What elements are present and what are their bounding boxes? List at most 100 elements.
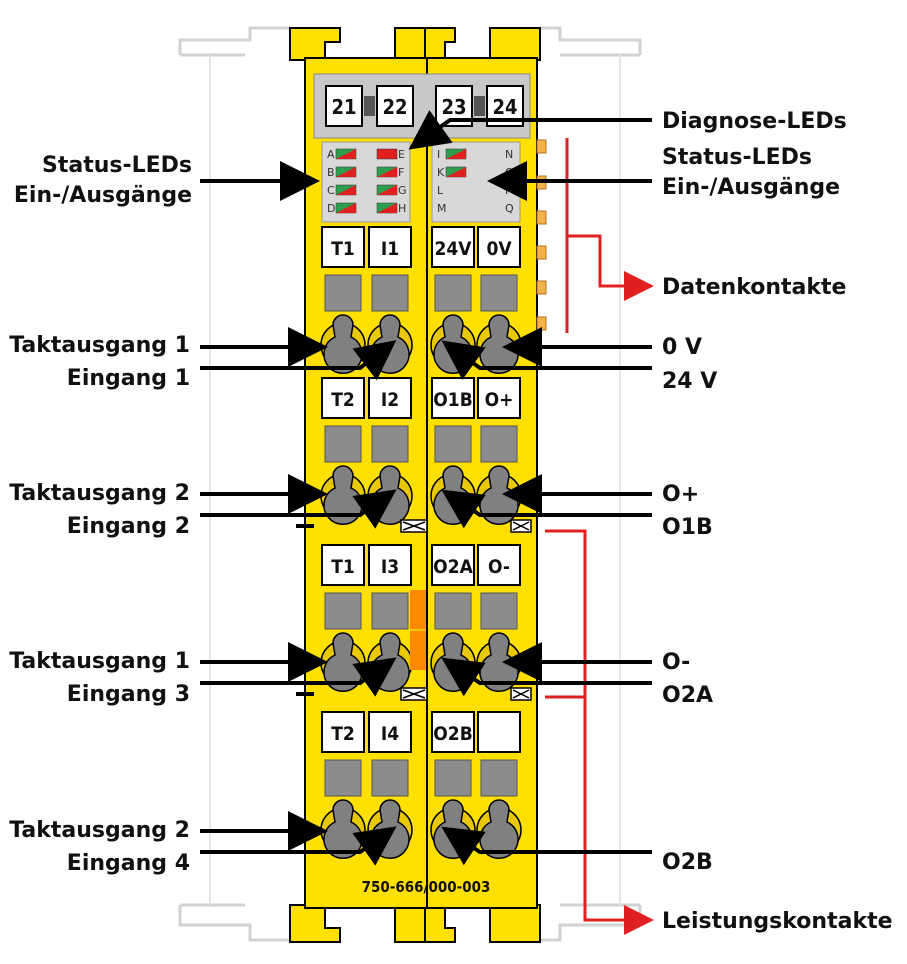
led-label-i: I (437, 148, 440, 161)
status-leds-right-line2: Ein-/Ausgänge (662, 175, 840, 200)
push-button-slot[interactable] (371, 592, 409, 630)
terminal-24: 24 (492, 95, 517, 119)
push-button-slot[interactable] (324, 592, 362, 630)
terminal-label-box (431, 226, 475, 268)
led-label-e: E (398, 148, 405, 161)
status-leds-right-line1: Status-LEDs (662, 145, 812, 170)
terminal-label-r1-i: I1 (381, 238, 399, 260)
left-label-eingang-1: Eingang 1 (67, 366, 190, 391)
left-label-taktausgang-2b: Taktausgang 2 (9, 818, 190, 843)
left-label-taktausgang-2a: Taktausgang 2 (9, 481, 190, 506)
terminal-label-box (477, 711, 521, 753)
push-button-slot[interactable] (371, 425, 409, 463)
left-label-eingang-2: Eingang 2 (67, 514, 190, 539)
terminal-label-box (321, 544, 365, 586)
led-label-n: N (505, 148, 513, 161)
led-label-b: B (327, 166, 335, 179)
push-button-slot[interactable] (324, 759, 362, 797)
led-label-q: Q (505, 202, 514, 215)
top-terminals: 21 22 23 24 (325, 85, 524, 127)
datenkontakte-bracket (565, 138, 654, 333)
led-label-a: A (327, 148, 335, 161)
right-label-o1b: O1B (662, 515, 713, 540)
part-number: 750-666/000-003 (362, 878, 491, 896)
push-button-slot[interactable] (324, 425, 362, 463)
terminal-label-r4-i: I4 (381, 723, 399, 745)
terminal-label-box (431, 711, 475, 753)
terminal-label-box (431, 544, 475, 586)
terminal-label-r2-out-a: O1B (433, 389, 472, 411)
led-label-l: L (437, 184, 444, 197)
terminal-label-box (368, 544, 412, 586)
left-label-eingang-3: Eingang 3 (67, 682, 190, 707)
right-label-o2b: O2B (662, 850, 713, 875)
din-rail-outline (178, 26, 642, 942)
datenkontakte-label: Datenkontakte (662, 275, 846, 300)
push-button-slot[interactable] (480, 274, 518, 312)
right-label-0v: 0 V (662, 335, 702, 360)
push-button-slot[interactable] (480, 425, 518, 463)
terminal-22: 22 (382, 95, 407, 119)
right-label-o2a: O2A (662, 683, 713, 708)
terminal-label-r3-i: I3 (381, 556, 399, 578)
annotation-arrows (200, 110, 652, 866)
led-label-h: H (398, 202, 406, 215)
terminal-label-box (368, 711, 412, 753)
led-label-p: P (505, 184, 512, 197)
led-label-o: O (505, 166, 514, 179)
push-button-slot[interactable] (371, 274, 409, 312)
terminal-label-r1-t: T1 (331, 238, 355, 260)
status-leds-left-line2: Ein-/Ausgänge (14, 183, 192, 208)
diagnose-leds-label: Diagnose-LEDs (662, 109, 847, 134)
led-panel-left: A E B F C G D H (321, 141, 411, 223)
led-label-f: F (398, 166, 404, 179)
left-label-taktausgang-1a: Taktausgang 1 (9, 333, 190, 358)
led-label-g: G (398, 184, 407, 197)
right-label-24v: 24 V (662, 369, 717, 394)
led-label-m: M (437, 202, 447, 215)
terminal-label-r1-out-a: 24V (434, 238, 472, 260)
terminal-23: 23 (441, 95, 466, 119)
led-label-k: K (437, 166, 445, 179)
left-labels: Status-LEDs Ein-/Ausgänge Taktausgang 1 … (9, 153, 192, 876)
terminal-label-box (477, 544, 521, 586)
right-label-o-minus: O- (662, 650, 690, 675)
push-button-slot[interactable] (371, 759, 409, 797)
push-button-slot[interactable] (434, 592, 472, 630)
terminal-label-box (321, 711, 365, 753)
terminal-label-box (477, 377, 521, 419)
terminal-label-r2-i: I2 (381, 389, 399, 411)
push-button-slot[interactable] (434, 759, 472, 797)
leistungskontakte-bracket (545, 529, 654, 935)
terminal-label-r3-out-a: O2A (433, 556, 473, 578)
push-button-slot[interactable] (324, 274, 362, 312)
terminal-label-r3-t: T1 (331, 556, 355, 578)
push-button-slot[interactable] (480, 592, 518, 630)
left-label-eingang-4: Eingang 4 (67, 851, 190, 876)
separator-markers (296, 519, 532, 701)
leistungskontakte-label: Leistungskontakte (662, 909, 893, 934)
left-label-taktausgang-1b: Taktausgang 1 (9, 649, 190, 674)
status-leds-left-line1: Status-LEDs (42, 153, 192, 178)
terminal-label-r4-t: T2 (331, 723, 355, 745)
terminal-label-r3-out-b: O- (488, 556, 510, 578)
terminal-label-box (321, 377, 365, 419)
terminal-label-r4-out-a: O2B (433, 723, 472, 745)
terminal-label-box (321, 226, 365, 268)
terminal-label-box (368, 226, 412, 268)
terminal-21: 21 (331, 95, 356, 119)
push-button-slot[interactable] (434, 274, 472, 312)
terminal-label-r2-t: T2 (331, 389, 355, 411)
push-button-slot[interactable] (480, 759, 518, 797)
terminal-label-r2-out-b: O+ (485, 389, 514, 411)
terminal-label-box (477, 226, 521, 268)
led-label-d: D (327, 202, 335, 215)
terminal-label-r1-out-b: 0V (486, 238, 512, 260)
data-contacts (536, 139, 547, 331)
right-label-o-plus: O+ (662, 482, 699, 507)
led-label-c: C (327, 184, 335, 197)
push-button-slot[interactable] (434, 425, 472, 463)
right-labels: Diagnose-LEDs Status-LEDs Ein-/Ausgänge … (662, 109, 893, 934)
